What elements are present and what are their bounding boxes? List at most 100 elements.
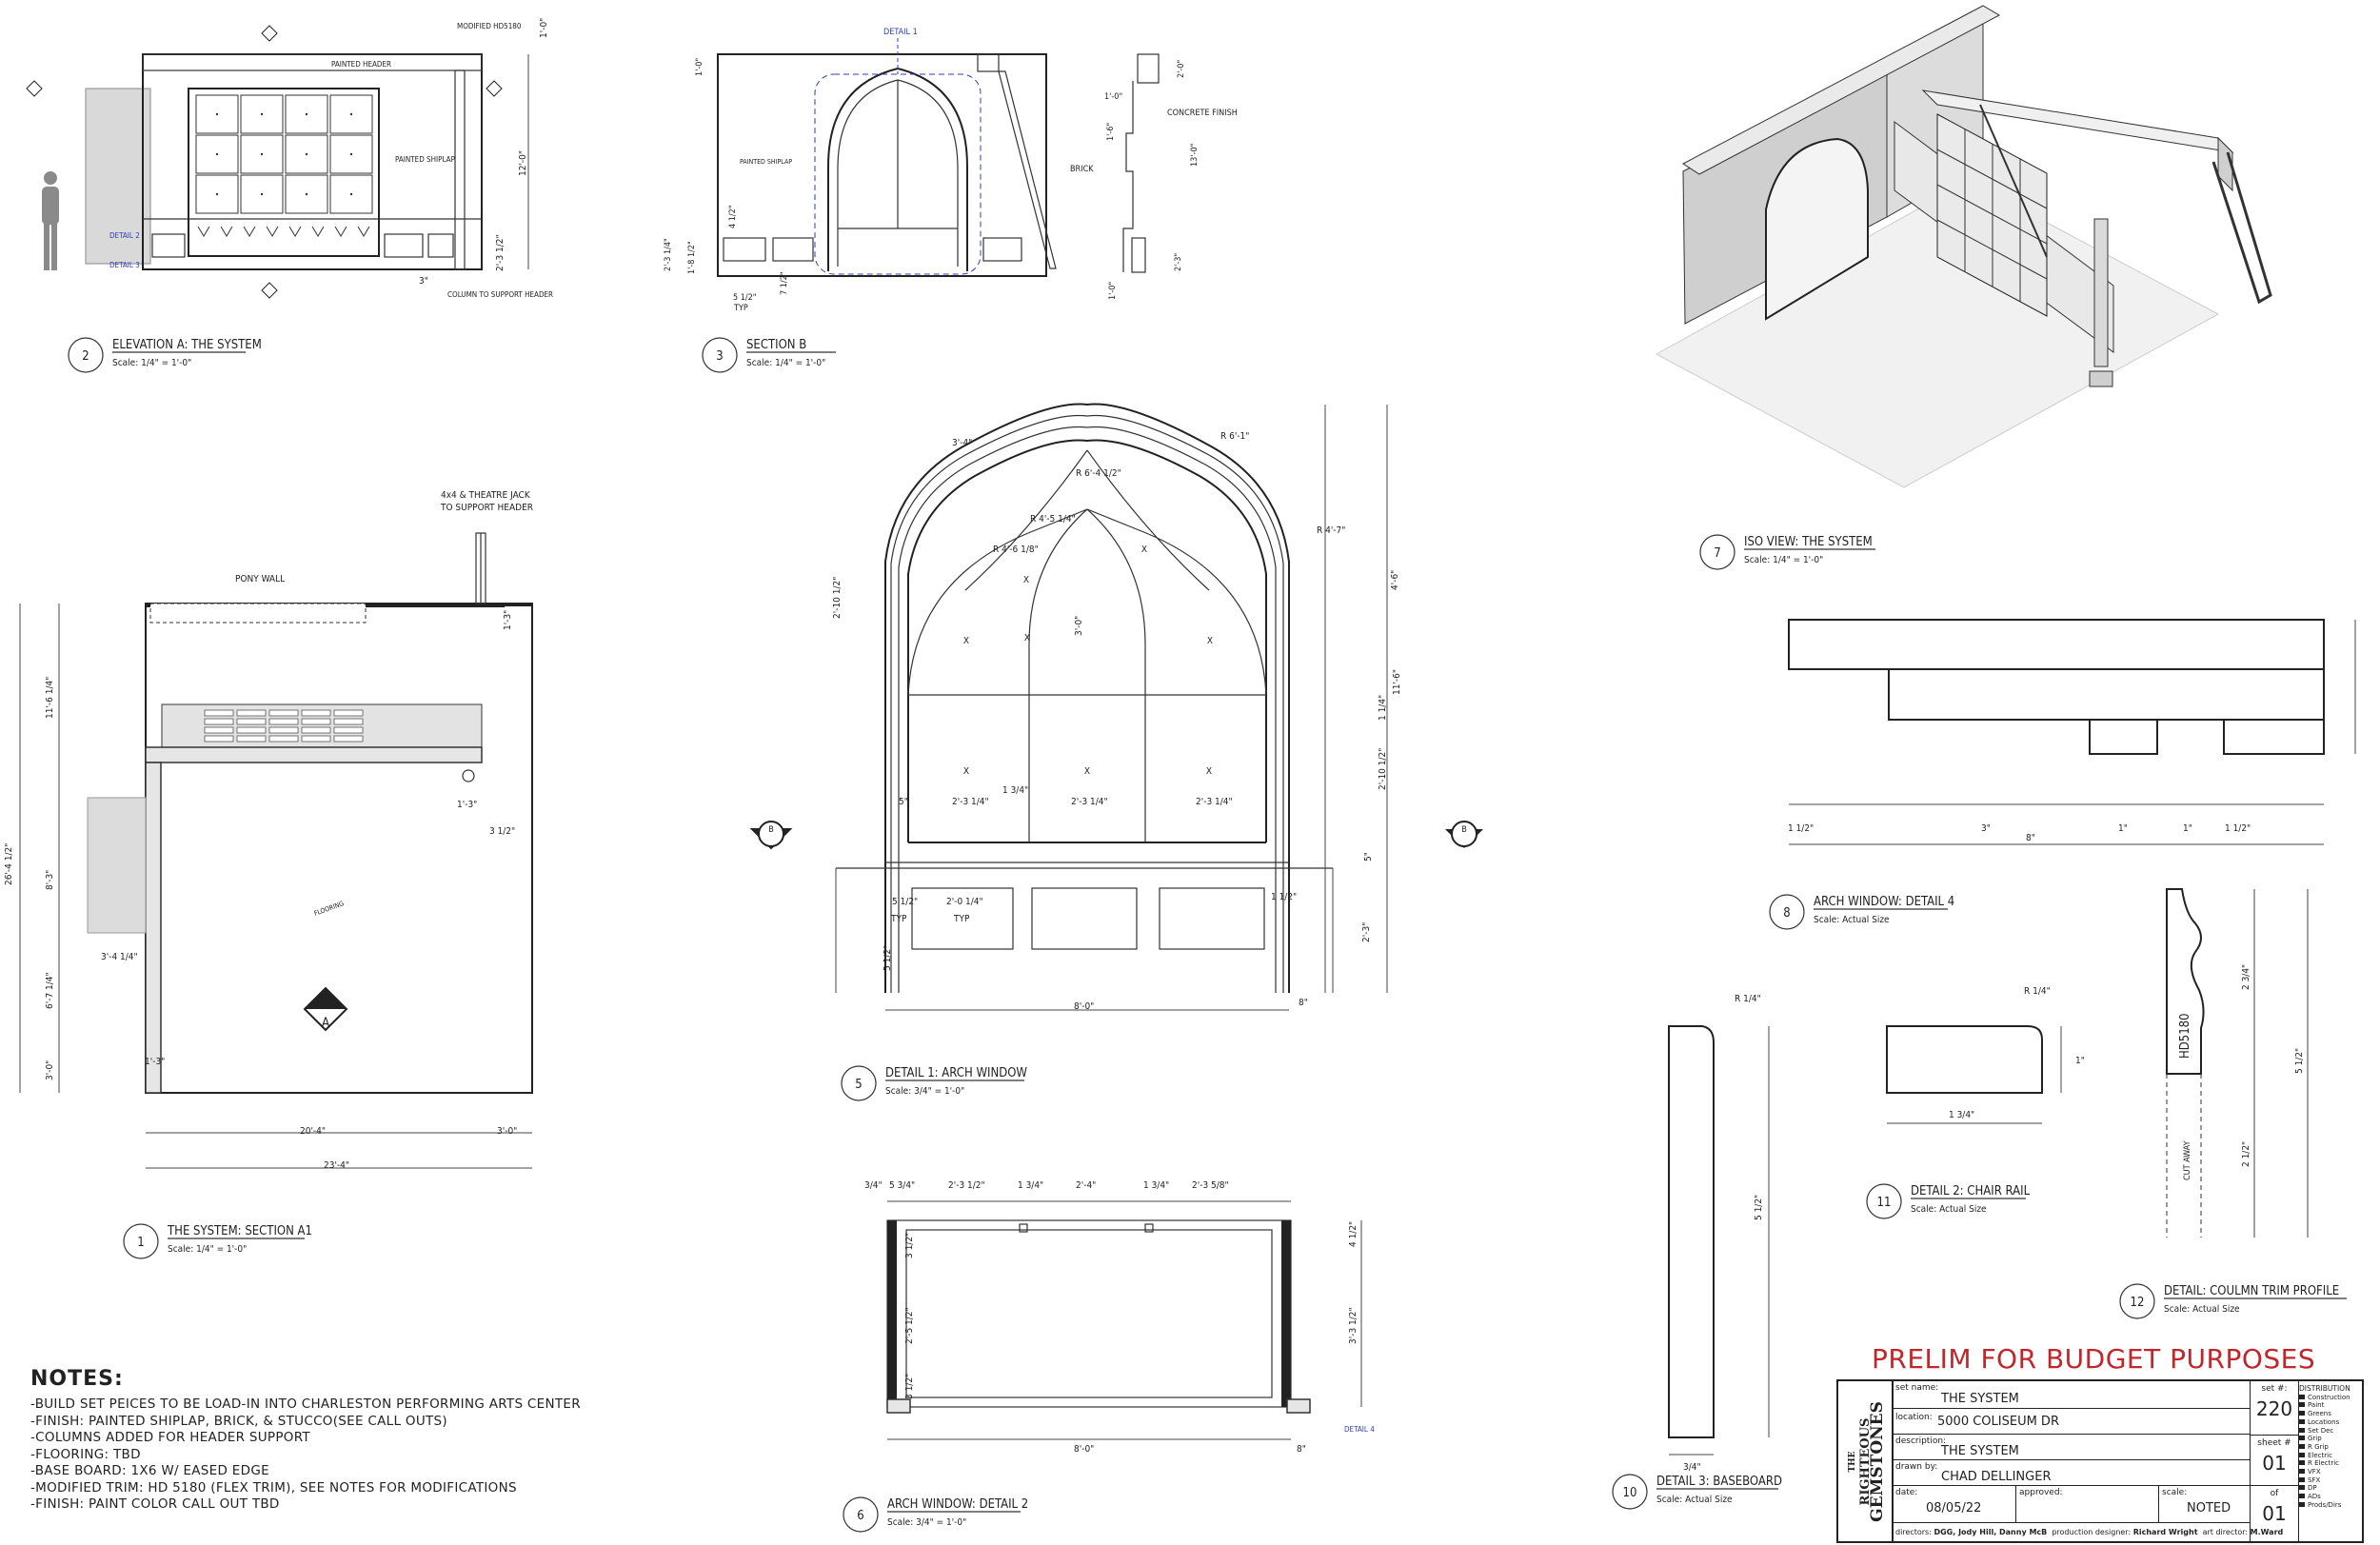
arch-dim: 1 3/4" — [1002, 785, 1028, 796]
elev-detail2-label: DETAIL 2 — [109, 231, 140, 240]
distribution-item: ADs — [2299, 1493, 2360, 1501]
notes-heading: NOTES: — [30, 1367, 124, 1391]
tb-scale: NOTED — [2187, 1501, 2231, 1515]
vent-mark — [266, 226, 279, 237]
pane-mark — [215, 192, 219, 196]
arch-marker-left: B — [768, 825, 774, 835]
baseboard-drawing: R 1/4" 5 1/2" 3/4" — [1668, 994, 1770, 1473]
arch-title: DETAIL 1: ARCH WINDOW — [885, 1066, 1027, 1080]
chair-rail-drawing: R 1/4" 1" 1 3/4" — [1886, 986, 2085, 1124]
notes-item: -FINISH: PAINT COLOR CALL OUT TBD — [30, 1496, 280, 1512]
pane-x-mark: X — [1023, 575, 1029, 585]
d4-dim: 8" — [2026, 833, 2035, 843]
arch-dim: 2'-3 1/4" — [1071, 797, 1108, 807]
d4-dim: 1" — [2118, 823, 2128, 834]
vent-mark — [288, 226, 302, 237]
ad2-dim: 3/4" — [864, 1180, 883, 1191]
iso-num: 7 — [1714, 546, 1720, 561]
secb-dim: 5 1/2" — [733, 293, 756, 303]
elev-markers — [26, 25, 503, 299]
arch-detail2-drawing: 3/4"5 3/4"2'-3 1/2"1 3/4"2'-4"1 3/4"2'-3… — [864, 1180, 1375, 1455]
vent-slot — [268, 726, 299, 734]
checkbox-icon — [2299, 1501, 2305, 1507]
vent-mark — [243, 226, 256, 237]
vent-slot — [301, 718, 331, 725]
arch-label: R 4'-5 1/4" — [1030, 514, 1076, 525]
vent-mark — [311, 226, 325, 237]
vent-slot — [333, 726, 364, 734]
tb-sheet: 01 — [2262, 1452, 2287, 1475]
vent-slot — [301, 726, 331, 734]
pane-x-mark: X — [963, 636, 969, 646]
baseboard-title: 10 DETAIL 3: BASEBOARD Scale: Actual Siz… — [1612, 1474, 1782, 1510]
ad2-dim: 5 3/4" — [889, 1180, 915, 1191]
ad2-num: 6 — [857, 1509, 863, 1523]
pane-x-mark: X — [1024, 633, 1030, 644]
tb-pd-label: production designer: — [2052, 1528, 2132, 1536]
a1-dim: 20'-4" — [300, 1126, 326, 1137]
tb-approved-label: approved: — [2019, 1488, 2063, 1497]
cr-scale: Scale: Actual Size — [1911, 1204, 1987, 1215]
checkbox-icon — [2299, 1485, 2305, 1491]
general-notes: NOTES: -BUILD SET PEICES TO BE LOAD-IN I… — [30, 1367, 581, 1514]
checkbox-icon — [2299, 1394, 2305, 1399]
vent-slot — [333, 735, 364, 743]
window-pane — [285, 134, 328, 174]
pane-mark — [305, 152, 308, 156]
window-pane — [329, 174, 373, 214]
tb-of: 01 — [2262, 1502, 2287, 1525]
vent-slot — [236, 718, 267, 725]
a1-dim: 23'-4" — [324, 1160, 349, 1171]
bb-dim-r: R 1/4" — [1735, 994, 1761, 1004]
column-trim-title: 12 DETAIL: COULMN TRIM PROFILE Scale: Ac… — [2119, 1283, 2347, 1319]
elev-dim-3: 3" — [419, 276, 428, 287]
distribution-item: SFX — [2299, 1476, 2360, 1485]
window-pane — [285, 174, 328, 214]
ct-num: 12 — [2131, 1296, 2145, 1310]
elev-header-label: PAINTED HEADER — [331, 60, 391, 69]
vent-slot — [236, 726, 267, 734]
elevation-a-drawing: PAINTED HEADER MODIFIED HD5180 PAINTED S… — [26, 18, 553, 299]
distribution-item: Locations — [2299, 1418, 2360, 1427]
a1-dim: 1'-3" — [457, 800, 477, 810]
a1-title: THE SYSTEM: SECTION A1 — [167, 1224, 312, 1238]
vent-slot — [301, 709, 331, 717]
arch-scale: Scale: 3/4" = 1'-0" — [885, 1086, 964, 1097]
vent-slot — [301, 735, 331, 743]
elev-num: 2 — [82, 349, 89, 364]
distribution-item: DP — [2299, 1484, 2360, 1493]
vent-slot — [333, 709, 364, 717]
secb-scale: Scale: 1/4" = 1'-0" — [746, 358, 825, 368]
d4-dim: 3" — [1981, 823, 1991, 834]
checkbox-icon — [2299, 1452, 2305, 1457]
arch-label: R 4'-6 1/8" — [993, 545, 1039, 555]
pane-mark — [349, 152, 353, 156]
checkbox-icon — [2299, 1476, 2305, 1482]
notes-item: -COLUMNS ADDED FOR HEADER SUPPORT — [30, 1430, 310, 1445]
secb-dim: 7 1/2" — [780, 272, 789, 295]
d4-num: 8 — [1783, 906, 1790, 921]
tb-directors: DGG, Jody Hill, Danny McB — [1934, 1528, 2048, 1536]
a1-dim: 3'-4 1/4" — [101, 952, 138, 962]
ad2-detail4-label: DETAIL 4 — [1344, 1425, 1375, 1434]
tb-dist-label: DISTRIBUTION — [2299, 1384, 2350, 1393]
secb-dim: 2'-0" — [1177, 60, 1186, 78]
ct-dim-0: 2 3/4" — [2241, 964, 2251, 990]
ad2-dim: 2'-3 5/8" — [1192, 1180, 1229, 1191]
vent-slot — [268, 709, 299, 717]
vent-mark — [197, 226, 210, 237]
tb-setname-label: set name: — [1895, 1383, 1939, 1393]
ct-dim-1: 5 1/2" — [2294, 1048, 2305, 1074]
pane-x-mark: X — [1141, 545, 1147, 555]
elev-column-label: COLUMN TO SUPPORT HEADER — [447, 290, 553, 299]
ad2-dim: 2'-3 1/2" — [948, 1180, 985, 1191]
arch-window-title: 5 DETAIL 1: ARCH WINDOW Scale: 3/4" = 1'… — [841, 1065, 1027, 1101]
secb-dim: 4 1/2" — [728, 206, 738, 228]
arch-dim: 5 1/2" — [883, 945, 893, 971]
vent-slot — [333, 718, 364, 725]
arch-dim: 3'-0" — [1074, 616, 1084, 636]
secb-shiplap-label: PAINTED SHIPLAP — [740, 158, 792, 166]
